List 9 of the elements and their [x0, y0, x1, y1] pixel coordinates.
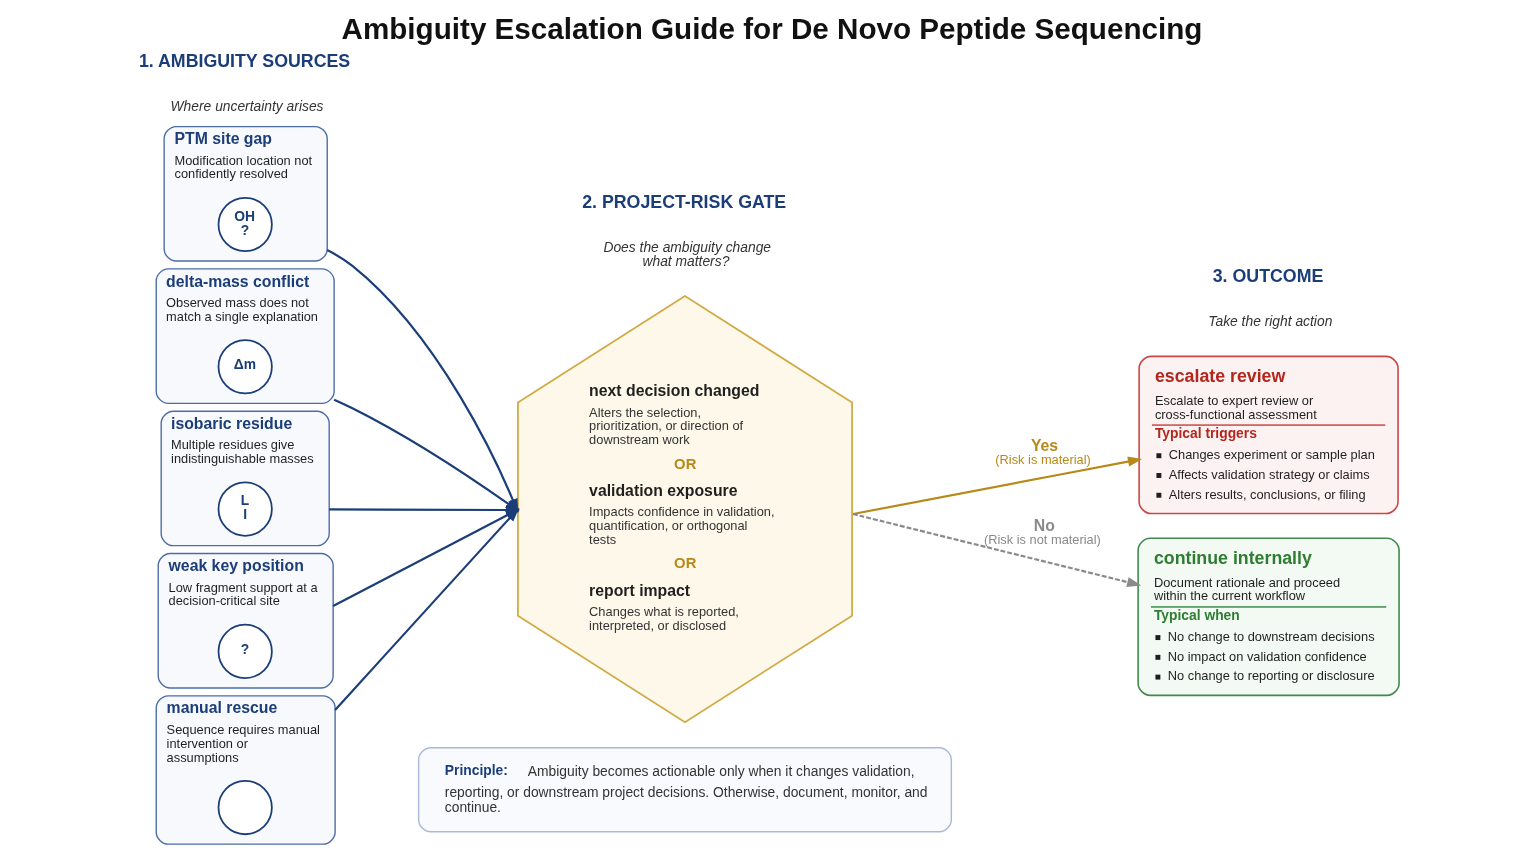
edge-label: Yes (Risk is material)	[994, 436, 1091, 468]
label: 3. OUTCOME	[1212, 266, 1323, 287]
label: Where uncertainty arises	[170, 97, 324, 114]
label: Take the right action	[1207, 312, 1332, 329]
diagram-title: Ambiguity Escalation Guide for De Novo Peptide Sequencing	[341, 11, 1202, 45]
label: 2. PROJECT-RISK GATE	[581, 192, 786, 213]
label: 1. AMBIGUITY SOURCES	[138, 50, 350, 71]
label: Does the ambiguity change what matters?	[602, 239, 771, 270]
edge-label: No (Risk is not material)	[983, 516, 1101, 548]
